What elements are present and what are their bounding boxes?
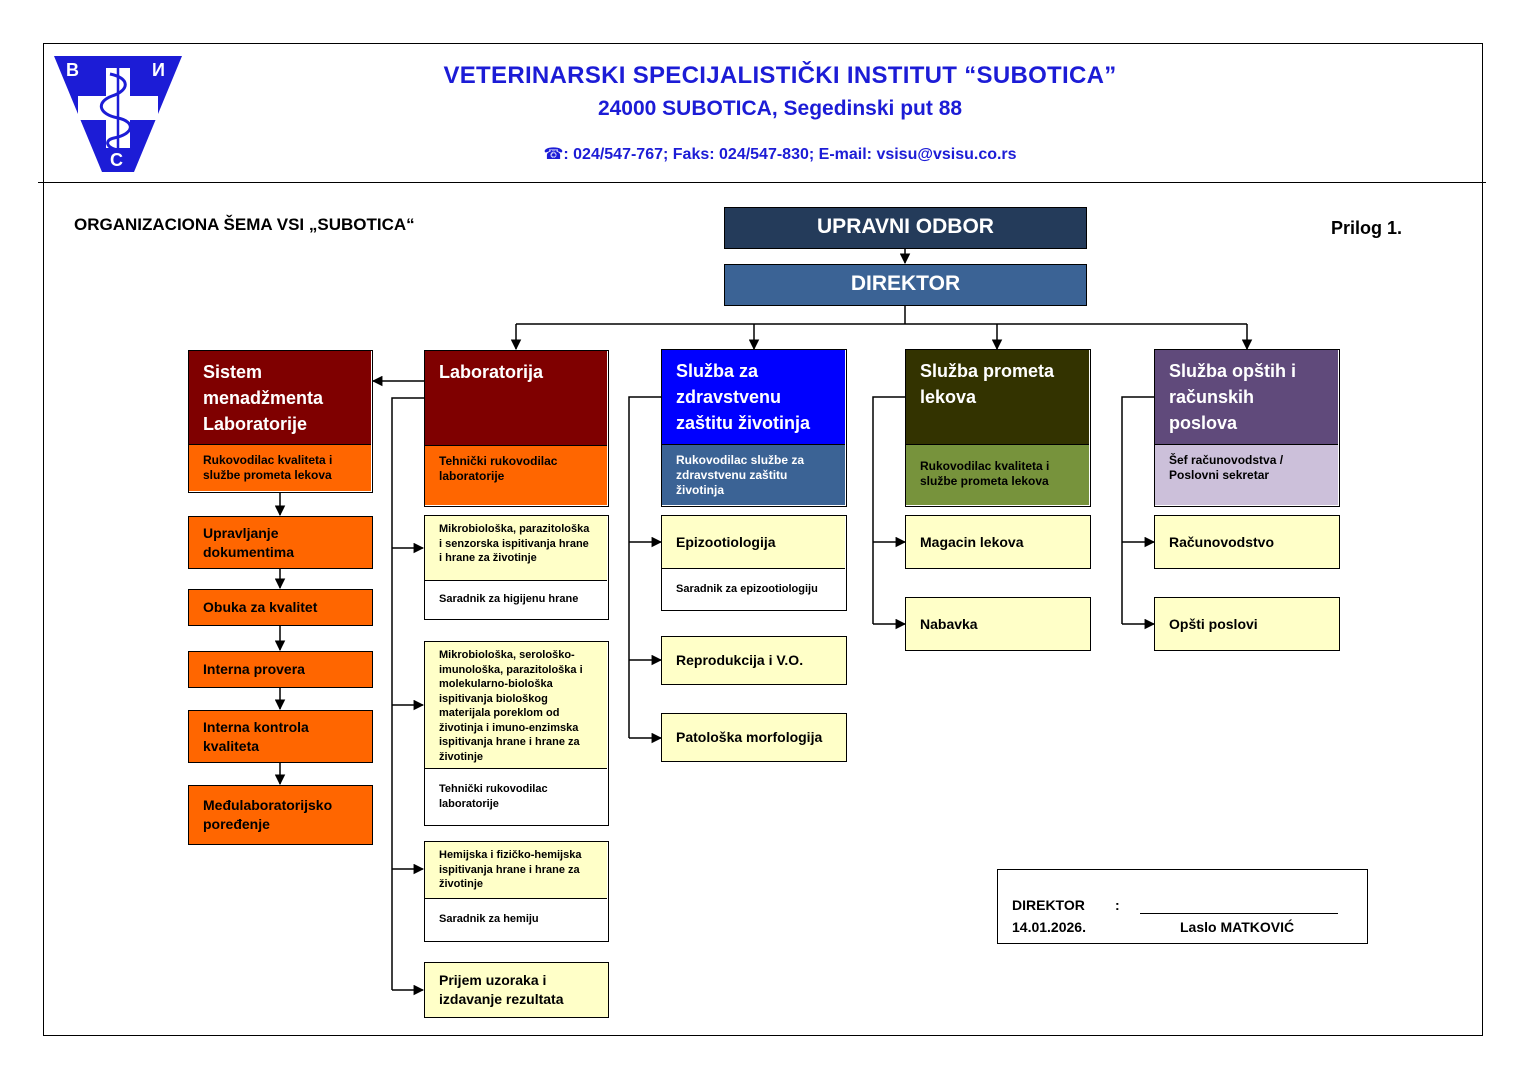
lab-group-bio-material-role: Tehnički rukovodilac laboratorije: [425, 768, 607, 824]
health-reproduction: Reprodukcija i V.O.: [661, 636, 847, 685]
health-service-subtitle: Rukovodilac službe za zdravstvenu zaštit…: [662, 444, 845, 505]
pharma-service-box: Služba prometa lekova Rukovodilac kvalit…: [905, 349, 1091, 507]
laboratory-box: Laboratorija Tehnički rukovodilac labora…: [424, 350, 609, 507]
signature-label: DIREKTOR: [1012, 897, 1085, 913]
quality-system-title: Sistem menadžmenta Laboratorije: [189, 351, 371, 444]
pharma-warehouse: Magacin lekova: [905, 515, 1091, 569]
general-affairs: Opšti poslovi: [1154, 597, 1340, 651]
lab-group-food-micro-role: Saradnik za higijenu hrane: [425, 580, 607, 618]
pharma-service-subtitle: Rukovodilac kvaliteta i službe prometa l…: [906, 444, 1089, 505]
header-divider: [38, 182, 1486, 183]
signature-date: 14.01.2026.: [1012, 919, 1086, 935]
signature-line: [1140, 913, 1338, 914]
signature-box: DIREKTOR : 14.01.2026. Laslo MATKOVIĆ: [997, 869, 1368, 944]
institute-name: VETERINARSKI SPECIJALISTIČKI INSTITUT “S…: [443, 62, 1117, 89]
board-box: UPRAVNI ODBOR: [724, 207, 1087, 249]
quality-item-training: Obuka za kvalitet: [188, 589, 373, 626]
attachment-label: Prilog 1.: [1331, 218, 1403, 238]
institute-contact: ☎: 024/547-767; Faks: 024/547-830; E-mai…: [543, 146, 1017, 163]
quality-item-internal-control: Interna kontrola kvaliteta: [188, 710, 373, 763]
laboratory-subtitle: Tehnički rukovodilac laboratorije: [425, 445, 607, 505]
pharma-procurement: Nabavka: [905, 597, 1091, 651]
quality-system-box: Sistem menadžmenta Laboratorije Rukovodi…: [188, 350, 373, 493]
quality-item-internal-audit: Interna provera: [188, 651, 373, 688]
general-service-title: Služba opštih i računskih poslova: [1155, 350, 1338, 444]
lab-group-bio-material: Mikrobiološka, serološko-imunološka, par…: [424, 641, 609, 826]
health-service-title: Služba za zdravstvenu zaštitu životinja: [662, 350, 845, 444]
logo: В И С: [52, 52, 184, 174]
logo-letter-s: С: [110, 150, 123, 170]
health-pathology: Patološka morfologija: [661, 713, 847, 762]
lab-group-chemistry-desc: Hemijska i fizičko-hemijska ispitivanja …: [425, 842, 607, 898]
health-epizootiology-role: Saradnik za epizootiologiju: [662, 568, 845, 609]
director-box: DIREKTOR: [724, 264, 1087, 306]
lab-sample-intake: Prijem uzoraka i izdavanje rezultata: [424, 962, 609, 1018]
health-epizootiology: Epizootiologija: [662, 516, 845, 568]
lab-group-bio-material-desc: Mikrobiološka, serološko-imunološka, par…: [425, 642, 607, 768]
lab-group-food-micro-desc: Mikrobiološka, parazitološka i senzorska…: [425, 516, 607, 580]
health-service-box: Služba za zdravstvenu zaštitu životinja …: [661, 349, 847, 507]
page-frame: [43, 43, 1483, 1036]
laboratory-title: Laboratorija: [425, 351, 607, 445]
quality-system-subtitle: Rukovodilac kvaliteta i službe prometa l…: [189, 444, 371, 491]
health-epizootiology-box: Epizootiologija Saradnik za epizootiolog…: [661, 515, 847, 611]
quality-item-interlab-comparison: Međulaboratorijsko poređenje: [188, 785, 373, 845]
signature-colon: :: [1115, 897, 1120, 913]
general-accounting: Računovodstvo: [1154, 515, 1340, 569]
lab-group-chemistry: Hemijska i fizičko-hemijska ispitivanja …: [424, 841, 609, 942]
lab-group-food-micro: Mikrobiološka, parazitološka i senzorska…: [424, 515, 609, 620]
signature-name: Laslo MATKOVIĆ: [1180, 919, 1295, 935]
general-service-box: Služba opštih i računskih poslova Šef ra…: [1154, 349, 1340, 507]
logo-letter-v: В: [66, 60, 79, 80]
logo-shield-icon: [54, 56, 182, 172]
institute-address: 24000 SUBOTICA, Segedinski put 88: [597, 97, 963, 120]
quality-item-documents: Upravljanje dokumentima: [188, 516, 373, 569]
org-chart-title: ORGANIZACIONA ŠEMA VSI „SUBOTICA“: [74, 215, 415, 234]
logo-letter-i: И: [152, 60, 165, 80]
lab-group-chemistry-role: Saradnik za hemiju: [425, 898, 607, 940]
general-service-subtitle: Šef računovodstva / Poslovni sekretar: [1155, 444, 1338, 505]
pharma-service-title: Služba prometa lekova: [906, 350, 1089, 444]
